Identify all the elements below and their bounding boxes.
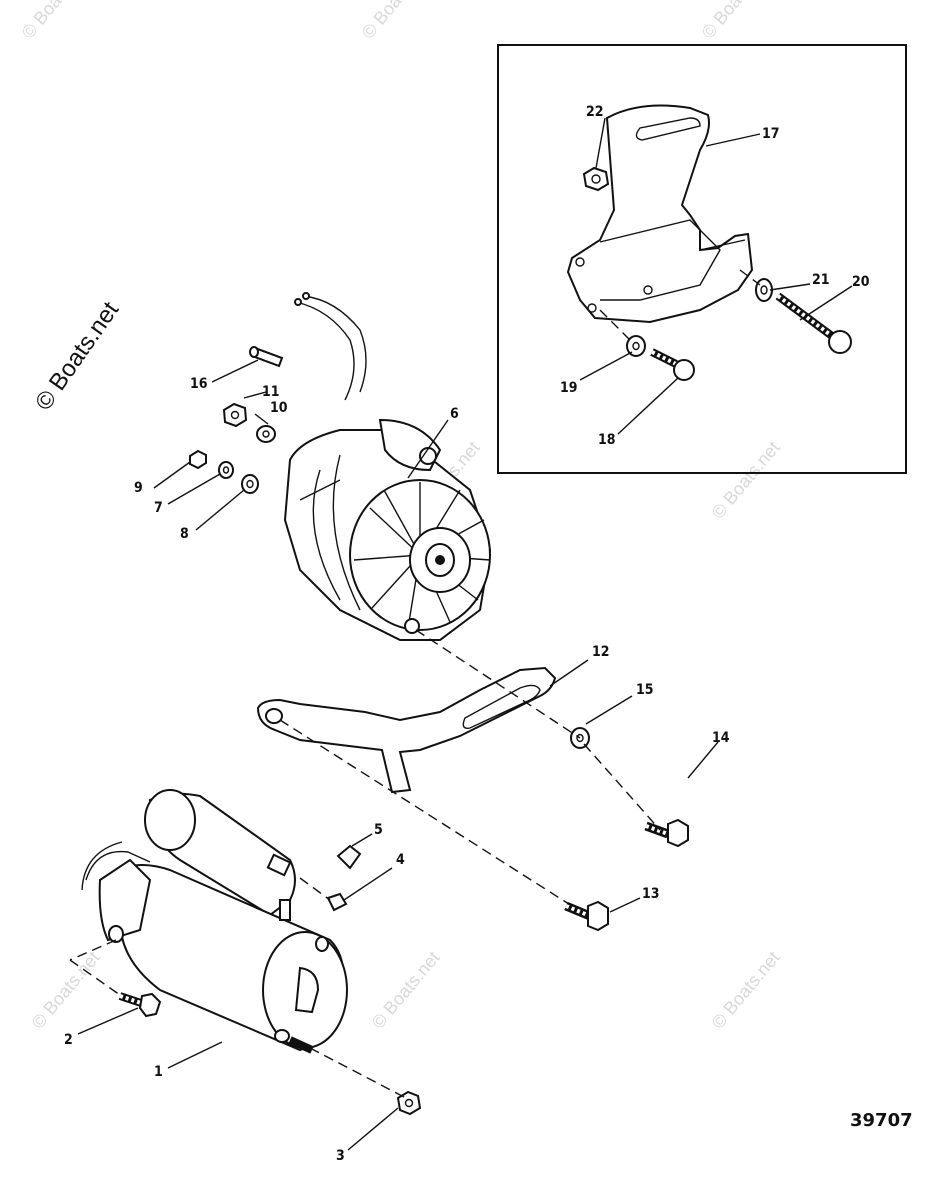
callout-17: 17 [762, 126, 780, 142]
callout-14: 14 [712, 730, 730, 746]
figure-number: 39707 [850, 1110, 913, 1131]
callout-12: 12 [592, 644, 610, 660]
callout-10: 10 [270, 400, 288, 416]
callout-6: 6 [450, 406, 459, 422]
washer-19 [626, 335, 646, 357]
nut-11 [222, 402, 248, 428]
watermark-6: © Boats.net [28, 947, 104, 1032]
leader-lines [77, 117, 853, 1151]
callout-4: 4 [396, 852, 405, 868]
washer-8 [241, 474, 259, 494]
screw-5 [336, 844, 362, 870]
watermark-1: © Boats.net [18, 0, 94, 43]
nut-3 [396, 1090, 422, 1116]
callout-5: 5 [374, 822, 383, 838]
washer-21 [755, 278, 773, 302]
callout-2: 2 [64, 1032, 73, 1048]
watermark-7: © Boats.net [368, 947, 444, 1032]
inset-frame [497, 44, 907, 474]
bolt-2 [118, 992, 162, 1018]
nut-4 [326, 892, 348, 912]
callout-7: 7 [154, 500, 163, 516]
mounting-bracket-17 [566, 104, 754, 324]
watermark-8: © Boats.net [708, 947, 784, 1032]
callout-13: 13 [642, 886, 660, 902]
watermark-2: © Boats.net [358, 0, 434, 43]
bolt-13 [564, 900, 609, 932]
starter-motor-1 [81, 789, 348, 1054]
callout-18: 18 [598, 432, 616, 448]
callout-15: 15 [636, 682, 654, 698]
nut-22 [582, 166, 610, 192]
callout-20: 20 [852, 274, 870, 290]
callout-1: 1 [154, 1064, 163, 1080]
callout-3: 3 [336, 1148, 345, 1164]
bolt-18 [650, 348, 695, 381]
nut-9 [189, 449, 207, 470]
pin-16 [249, 346, 284, 368]
watermark-5: © Boats.net [708, 437, 784, 522]
washer-7 [218, 461, 234, 479]
bolt-20 [775, 292, 852, 354]
alternator-brace-12 [256, 666, 557, 794]
alternator-wires-2 [303, 295, 367, 393]
callout-21: 21 [812, 272, 830, 288]
bolt-14 [644, 818, 689, 848]
callout-22: 22 [586, 104, 604, 120]
alternator-wires [295, 301, 355, 401]
callout-8: 8 [180, 526, 189, 542]
watermark-3: © Boats.net [698, 0, 774, 43]
alternator-6 [283, 418, 492, 641]
callout-19: 19 [560, 380, 578, 396]
callout-labels: 22 17 21 20 19 18 16 11 10 6 9 7 8 12 15… [64, 104, 870, 1164]
callout-11: 11 [262, 384, 280, 400]
washer-10 [256, 425, 276, 443]
callout-9: 9 [134, 480, 143, 496]
assembly-lines [69, 269, 761, 1099]
callout-16: 16 [190, 376, 208, 392]
